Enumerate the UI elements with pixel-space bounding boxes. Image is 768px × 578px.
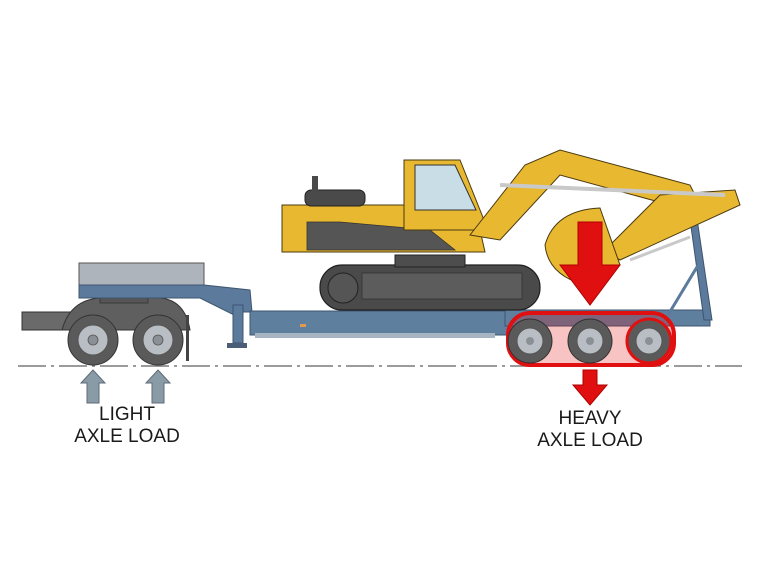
light-load-arrow-up-icon-2 <box>144 369 172 404</box>
heavy-load-arrow-down-icon-2 <box>571 369 609 406</box>
rear-bogie <box>504 204 713 367</box>
bogie-wheel-3 <box>625 317 673 365</box>
bogie-wheel-2 <box>567 318 613 364</box>
light-load-arrow-up-icon-1 <box>79 369 107 404</box>
light-label-line1: LIGHT <box>99 404 155 425</box>
heavy-load-arrow-down-icon <box>559 221 621 306</box>
gooseneck <box>78 262 253 348</box>
light-axle-load-label: LIGHT AXLE LOAD <box>52 404 202 448</box>
heavy-label-line1: HEAVY <box>558 408 622 429</box>
excavator <box>281 149 741 311</box>
light-label-line2: AXLE LOAD <box>74 426 180 447</box>
tractor-unit <box>21 295 191 366</box>
heavy-axle-load-label: HEAVY AXLE LOAD <box>510 408 670 452</box>
bogie-wheel-1 <box>507 318 553 364</box>
tractor-wheel-2 <box>132 314 184 366</box>
tractor-wheel-1 <box>67 314 119 366</box>
heavy-label-line2: AXLE LOAD <box>537 430 643 451</box>
lowboy-deck <box>249 310 516 338</box>
